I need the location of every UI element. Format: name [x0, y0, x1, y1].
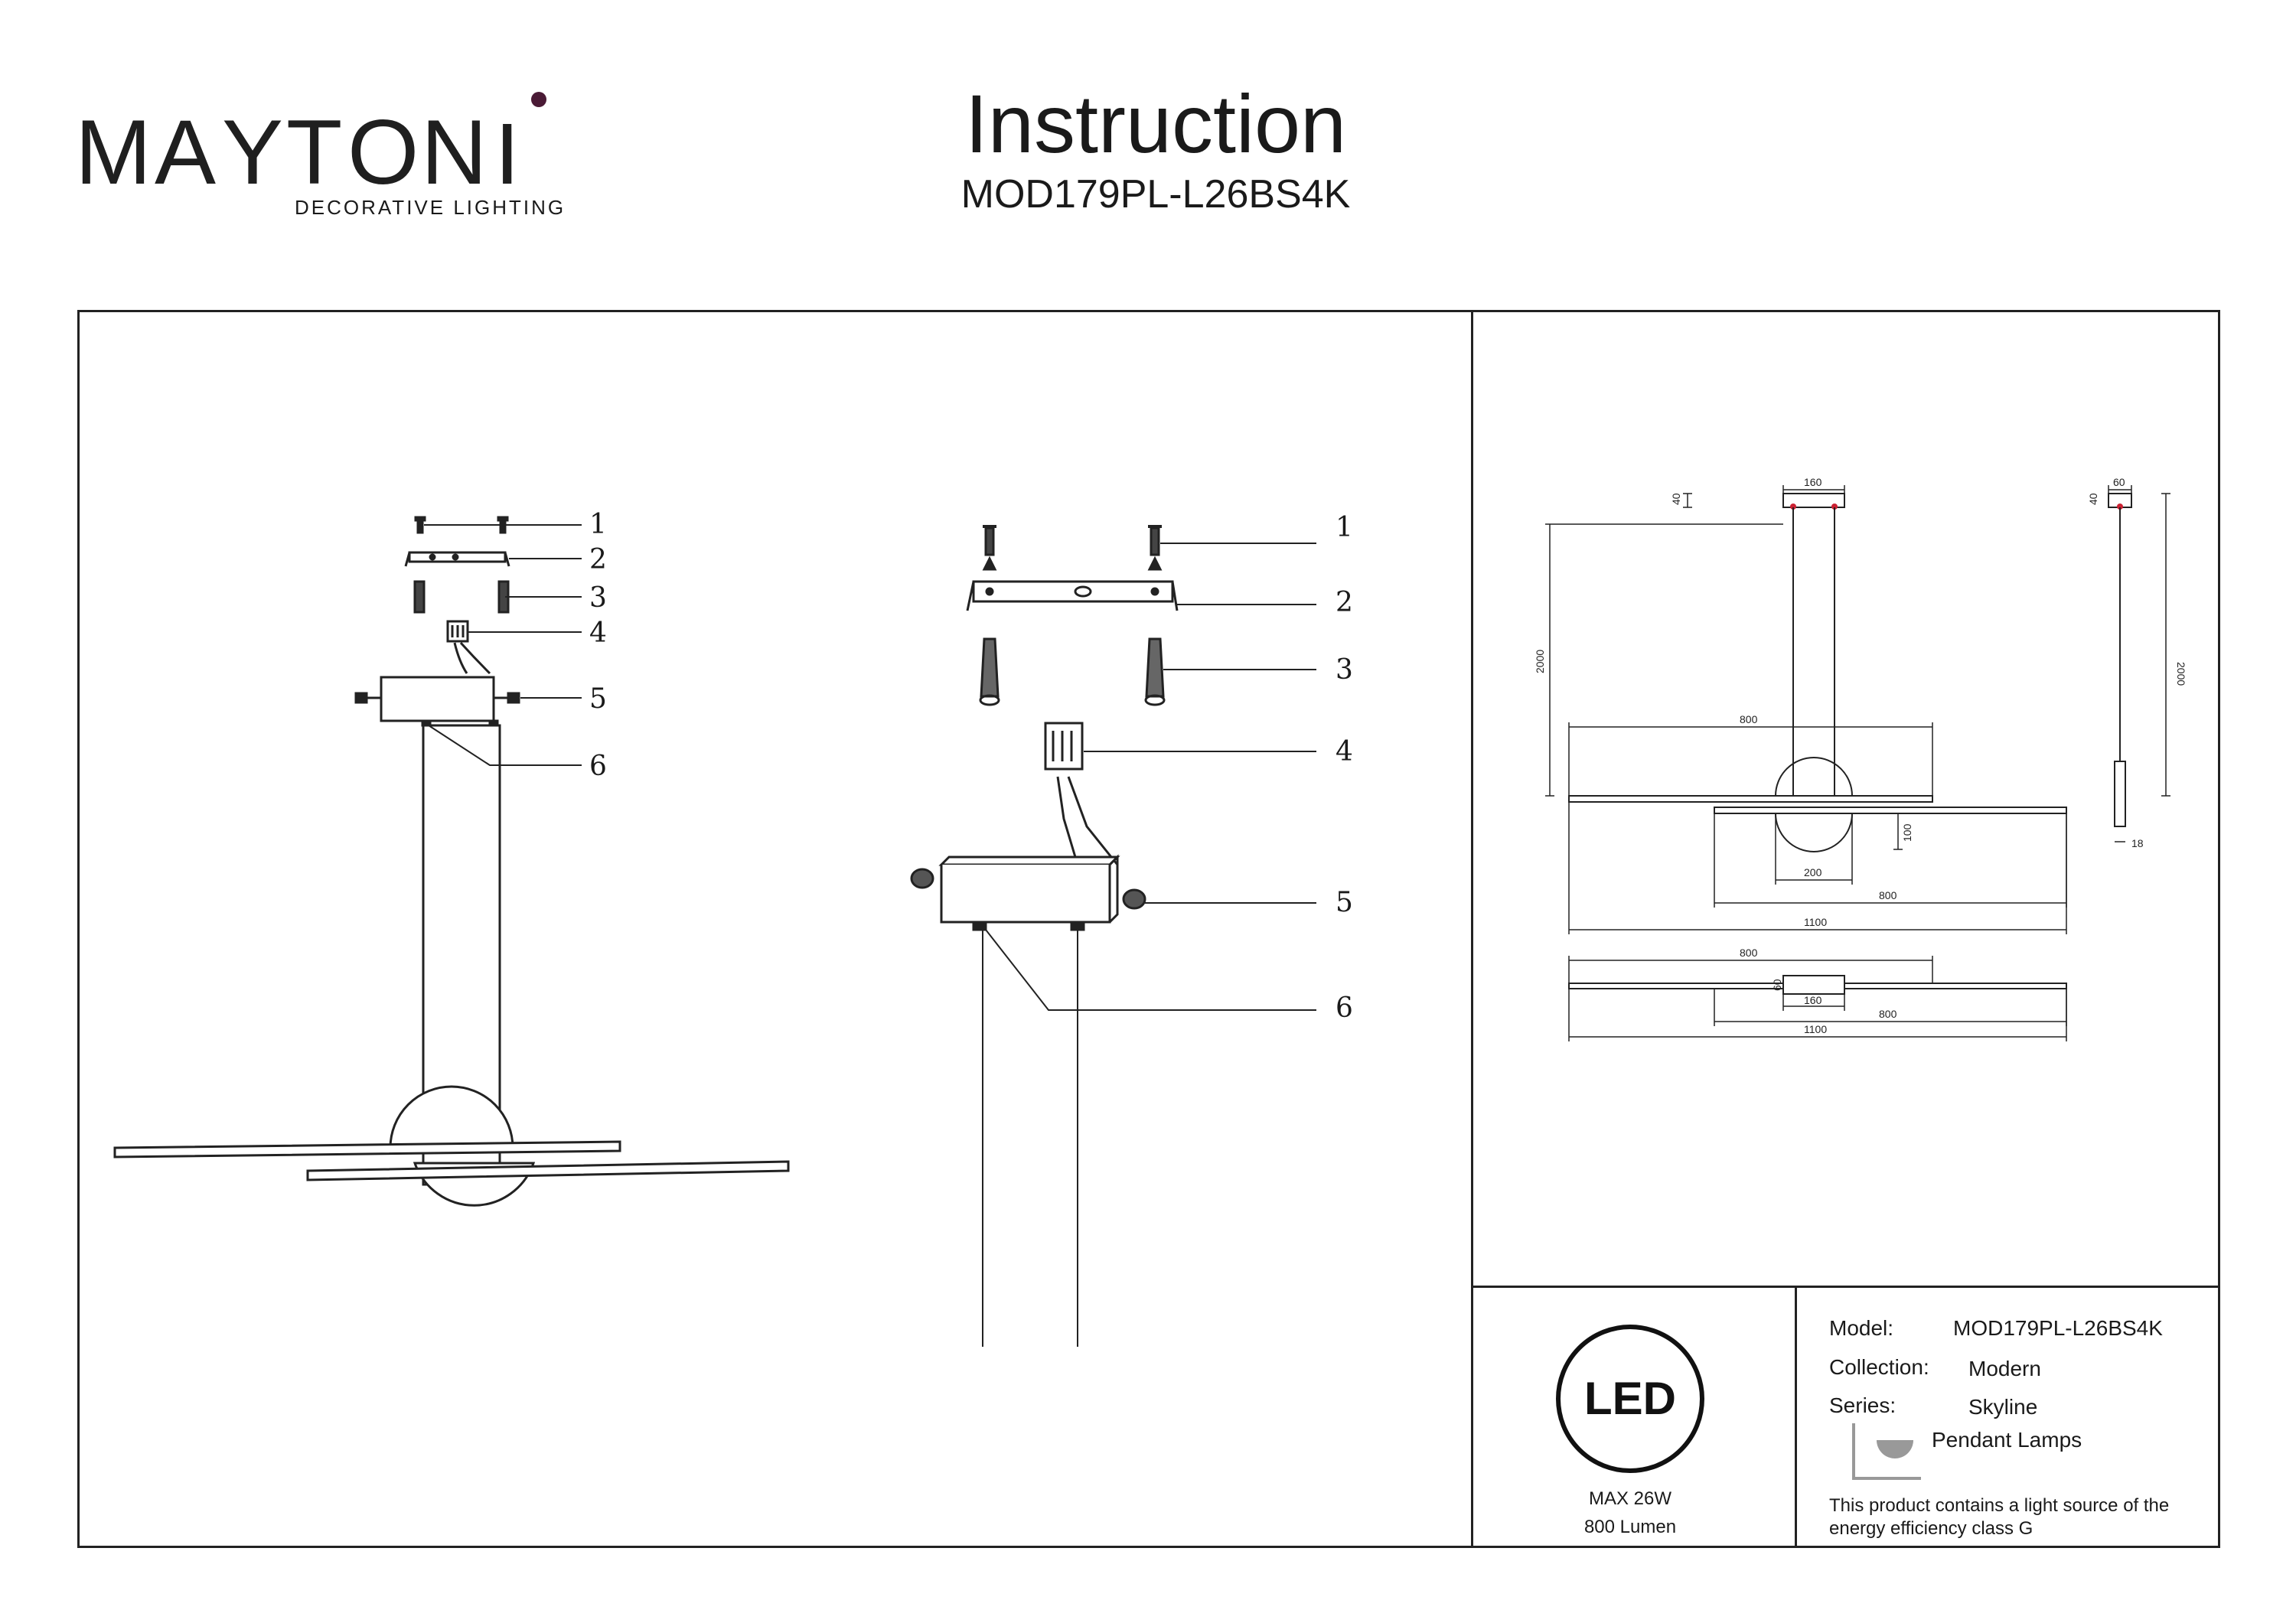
callout-left-6: 6: [589, 751, 607, 782]
callout-center-6: 6: [1336, 992, 1353, 1024]
pendant-lamp-icon: [1852, 1423, 1921, 1480]
callout-center-1: 1: [1336, 512, 1353, 543]
wall-anchor-icon: [979, 637, 1166, 706]
series-label: Series:: [1829, 1393, 1896, 1417]
dim-front-top-width: 160: [1804, 476, 1822, 488]
dim-disc-width: 200: [1804, 866, 1822, 878]
callout-center-2: 2: [1336, 587, 1353, 618]
mounting-bracket-icon: [966, 580, 1179, 611]
callout-left-1: 1: [589, 509, 607, 540]
dimension-drawings: 160 40 2000 800 100 200 800 1100 60 40 2…: [1534, 476, 2187, 1041]
dim-side-total-height: 2000: [2175, 662, 2187, 686]
callout-left-4: 4: [589, 618, 607, 649]
wall-anchor-icon: [413, 580, 510, 614]
frame-divider-horizontal: [1471, 1286, 2220, 1288]
terminal-block-icon: [1044, 722, 1084, 771]
collection-value: Modern: [1968, 1357, 2041, 1380]
brand-letter-t: T: [286, 107, 342, 199]
canopy-icon: [354, 676, 520, 727]
page-title: Instruction: [964, 77, 1347, 170]
callout-center-4: 4: [1336, 736, 1353, 768]
led-badge-icon: LED: [1556, 1325, 1704, 1473]
mounting-bracket-icon: [404, 551, 510, 567]
exploded-mounting-drawing: [910, 525, 1316, 1347]
led-power: MAX 26W: [1588, 1488, 1672, 1509]
callout-left-5: 5: [589, 683, 607, 715]
brand-letter-o: O: [347, 107, 419, 199]
dim-overall-length: 1100: [1804, 916, 1827, 928]
callout-left-3: 3: [589, 582, 607, 614]
brand-i-dot-mask: [491, 107, 522, 124]
brand-letter-y: Y: [222, 107, 283, 199]
dim-disc-height: 100: [1901, 823, 1913, 842]
dim-upper-bar-length: 800: [1740, 713, 1758, 725]
series-value: Skyline: [1968, 1395, 2038, 1419]
canopy-icon: [910, 854, 1146, 931]
terminal-block-icon: [446, 620, 469, 643]
callout-center-3: 3: [1336, 654, 1353, 686]
brand-dot-icon: [531, 92, 546, 107]
dim-side-top-height: 40: [2087, 493, 2099, 505]
brand-letter-a: A: [155, 107, 216, 199]
energy-line-2: energy efficiency class G: [1829, 1518, 2033, 1539]
dim-front-total-height: 2000: [1534, 650, 1546, 673]
dim-front-top-height: 40: [1670, 493, 1682, 505]
callout-left-2: 2: [589, 544, 607, 575]
front-elevation: [1545, 485, 2067, 934]
dim-plan-lower-length: 800: [1879, 1008, 1897, 1020]
plan-view: [1568, 956, 2067, 1041]
frame-divider-vertical: [1471, 310, 1473, 1548]
dim-side-top-width: 60: [2113, 476, 2125, 488]
screw-icon: [982, 525, 1163, 571]
dim-lower-bar-length: 800: [1879, 889, 1897, 901]
model-value: MOD179PL-L26BS4K: [1953, 1316, 2163, 1340]
dim-side-depth: 18: [2131, 837, 2144, 849]
brand-letter-m: M: [75, 107, 152, 199]
category-value: Pendant Lamps: [1932, 1428, 2082, 1452]
collection-label: Collection:: [1829, 1355, 1929, 1379]
dim-plan-canopy-width: 160: [1804, 994, 1822, 1006]
page-model: MOD179PL-L26BS4K: [960, 172, 1351, 217]
brand-tagline: DECORATIVE LIGHTING: [295, 196, 566, 219]
dim-plan-upper-length: 800: [1740, 947, 1758, 959]
drawing-frame: [77, 310, 2220, 1548]
side-elevation: [2108, 485, 2170, 842]
assembled-lamp-drawing: [113, 516, 790, 1207]
brand-letter-n: N: [421, 107, 488, 199]
led-logo-text: LED: [1584, 1373, 1676, 1424]
callout-center-5: 5: [1336, 887, 1353, 918]
energy-line-1: This product contains a light source of …: [1829, 1495, 2170, 1516]
info-divider: [1795, 1286, 1797, 1548]
led-lumen: 800 Lumen: [1583, 1517, 1677, 1537]
dim-plan-overall-length: 1100: [1804, 1023, 1827, 1035]
brand-logo: M A Y T O N I: [75, 107, 522, 199]
dim-plan-canopy-depth: 60: [1771, 979, 1783, 991]
model-label: Model:: [1829, 1316, 1894, 1340]
